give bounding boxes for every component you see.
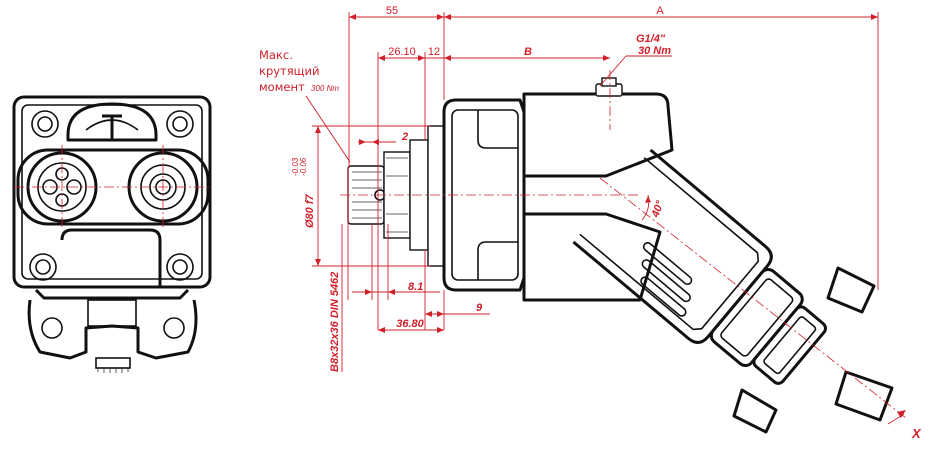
dim-36-80: 36.80 <box>396 318 424 330</box>
bolt-bottom-left <box>29 253 57 281</box>
dim-b: B <box>524 46 532 58</box>
angle-label: 40° <box>649 199 667 220</box>
side-view <box>347 77 894 434</box>
shaft-diameter: Ø80 f7 <box>304 193 316 228</box>
front-view <box>12 95 212 373</box>
bolt-top-left <box>31 110 59 138</box>
max-torque-line-3: момент <box>259 80 305 94</box>
port-torque-label: 30 Nm <box>638 45 671 57</box>
dim-2: 2 <box>401 131 408 143</box>
port-thread-label: G1/4" <box>636 33 666 45</box>
bolt-top-right <box>166 110 194 138</box>
shaft-tol-upper: -0.03 <box>291 157 300 176</box>
max-torque-line-1: Макс. <box>259 48 293 62</box>
spline-spec: B8x32x36 DIN 5462 <box>329 272 341 372</box>
shaft-tol-lower: -0.06 <box>299 157 308 176</box>
max-torque-line-2: крутящий <box>259 64 319 78</box>
axis-x-label: X <box>911 426 922 441</box>
dim-8-1: 8.1 <box>408 281 423 293</box>
max-torque-value: 300 Nm <box>311 84 339 93</box>
dimension-layer: 55 A 26.10 12 B G1/4" 30 Nm Макс. крутящ… <box>259 5 922 441</box>
tilted-axis <box>599 177 907 419</box>
dim-26-10: 26.10 <box>388 46 416 58</box>
dim-55: 55 <box>386 5 398 17</box>
dim-12: 12 <box>428 46 440 58</box>
bolt-bottom-right <box>166 253 194 281</box>
dim-a: A <box>656 5 664 17</box>
dim-9: 9 <box>476 302 483 314</box>
